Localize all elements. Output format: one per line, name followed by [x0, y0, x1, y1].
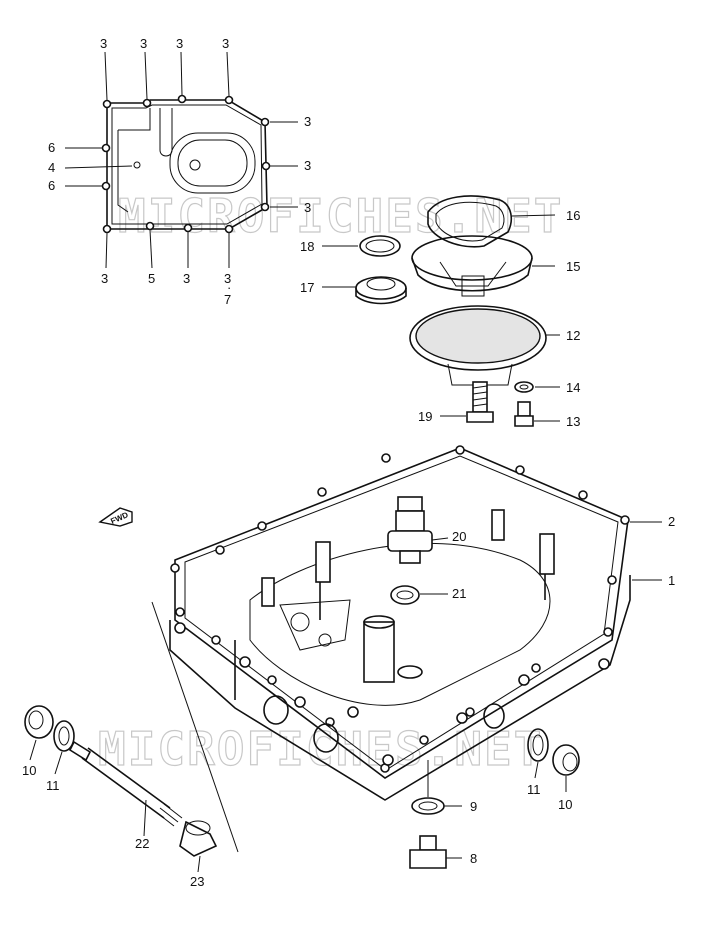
callout-3c: 3: [176, 36, 183, 51]
callout-19: 19: [418, 409, 432, 424]
callout-3i: 3: [183, 271, 190, 286]
callout-13: 13: [566, 414, 580, 429]
washer-14: [514, 381, 534, 393]
callout-3d: 3: [222, 36, 229, 51]
oil-pan-pillars: [261, 509, 555, 607]
callout-6a: 6: [48, 140, 55, 155]
callout-11-left: 11: [46, 778, 60, 793]
cap-23: [179, 820, 218, 857]
callout-3a: 3: [100, 36, 107, 51]
callout-2: 2: [668, 514, 675, 529]
callout-20: 20: [452, 529, 466, 544]
plug-10-right: [552, 744, 580, 776]
gasket-9: [411, 797, 445, 815]
strainer-leaders: [322, 214, 560, 422]
cover-leaders: [64, 51, 298, 269]
o-ring-11-left: [53, 720, 75, 752]
callout-23: 23: [190, 874, 204, 889]
callout-16: 16: [566, 208, 580, 223]
callout-3h: 3: [101, 271, 108, 286]
callout-14: 14: [566, 380, 580, 395]
strainer-bolt-19: [466, 381, 494, 423]
callout-4: 4: [48, 160, 55, 175]
callout-6b: 6: [48, 178, 55, 193]
callout-22: 22: [135, 836, 149, 851]
callout-12: 12: [566, 328, 580, 343]
callout-9: 9: [470, 799, 477, 814]
drain-plug-8: [409, 835, 447, 869]
callout-3e: 3: [304, 114, 311, 129]
callout-17: 17: [300, 280, 314, 295]
callout-3b: 3: [140, 36, 147, 51]
fwd-arrow: FWD: [98, 507, 133, 527]
pan-leaders: [29, 521, 662, 873]
oil-pan: [169, 540, 631, 801]
watermark-top: MICROFICHES.NET: [118, 189, 563, 243]
callout-10-right: 10: [558, 797, 572, 812]
callout-11-right: 11: [527, 782, 541, 797]
oil-strainer-15: [411, 235, 533, 297]
sub-assembly-bracket: [151, 601, 239, 853]
callout-5: 5: [148, 271, 155, 286]
callout-15: 15: [566, 259, 580, 274]
callout-3j: 3: [224, 271, 231, 286]
callout-21: 21: [452, 586, 466, 601]
o-ring-18: [359, 235, 401, 257]
oil-pipe-22: [68, 740, 183, 827]
callout-3g: 3: [304, 200, 311, 215]
callout-8: 8: [470, 851, 477, 866]
o-ring-11-right: [527, 728, 549, 762]
callout-dot: ·: [227, 280, 231, 295]
callout-18: 18: [300, 239, 314, 254]
strainer-o-ring-16: [427, 195, 513, 248]
bolt-13: [514, 401, 534, 427]
callout-7: 7: [224, 292, 231, 307]
callout-1: 1: [668, 573, 675, 588]
seal-17: [355, 276, 407, 305]
oil-pressure-switch-20: [387, 496, 433, 564]
cover-gasket-bolt-holes: [101, 94, 271, 234]
strainer-screen-12: [409, 305, 547, 386]
o-ring-21: [390, 585, 420, 605]
plug-10-left: [24, 705, 54, 739]
callout-10-left: 10: [22, 763, 36, 778]
callouts: 3 3 3 3 3 3 3 6 4 6 3 5 3 3 · 7 16 15 18…: [22, 36, 675, 889]
callout-3f: 3: [304, 158, 311, 173]
